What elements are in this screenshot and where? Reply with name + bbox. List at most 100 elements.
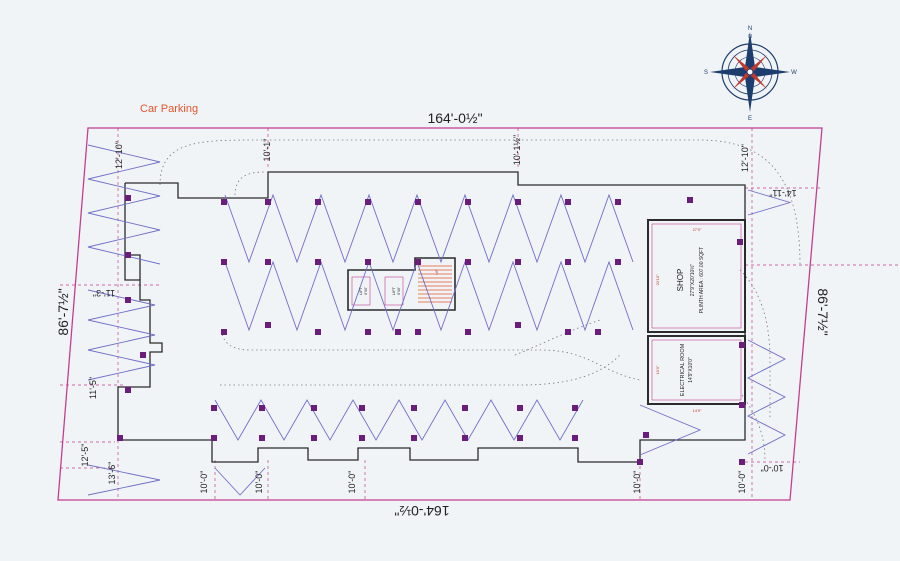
shop-room: [647, 219, 746, 333]
column-6: [117, 435, 123, 441]
column-45: [211, 435, 217, 441]
column-27: [221, 329, 227, 335]
dim-top-left-gap: 12'-10": [114, 141, 124, 169]
electrical-dim-a: 14'9": [693, 408, 702, 413]
column-15: [615, 199, 621, 205]
column-34: [515, 322, 521, 328]
stall-row-shop-front: [639, 404, 702, 456]
column-25: [565, 259, 571, 265]
column-22: [415, 259, 421, 265]
compass-west-label: S: [704, 70, 708, 76]
dim-bottom-gap-c: 10'-0": [347, 471, 357, 494]
column-36: [595, 329, 601, 335]
driveway-path: [159, 139, 801, 461]
column-41: [411, 405, 417, 411]
dim-bottom-gap-d: 10'-0": [632, 471, 642, 494]
column-54: [739, 342, 745, 348]
stall-strip-bottom-left: [214, 467, 266, 496]
shop-title: SHOP: [676, 269, 685, 292]
parking-stalls: [87, 144, 792, 496]
room-labels: SHOP 27'9"X20'10½" PLINTH AREA : 607.00 …: [358, 227, 705, 413]
electrical-dim-b: 10'0": [655, 365, 660, 374]
electrical-title: ELECTRICAL ROOM: [680, 343, 686, 396]
column-9: [315, 199, 321, 205]
column-30: [365, 329, 371, 335]
staircase: [418, 265, 452, 303]
stall-column-left-upper: [87, 144, 161, 265]
dim-bottom-gap-e: 10'-0": [737, 471, 747, 494]
stall-column-left-mid: [87, 289, 156, 381]
column-5: [125, 387, 131, 393]
lift-1-size: 6'X6': [364, 287, 368, 295]
compass-north-point: [745, 32, 755, 72]
compass-south-label: E: [748, 116, 752, 122]
column-49: [411, 435, 417, 441]
shop-dim-b: 20'10": [655, 274, 660, 286]
plan-title: Car Parking: [140, 103, 198, 115]
column-55: [739, 402, 745, 408]
lift-1-label: LIFT: [358, 286, 363, 295]
electrical-room: [647, 335, 746, 405]
column-33: [465, 329, 471, 335]
dim-right: 86'-7½": [815, 288, 831, 335]
column-14: [565, 199, 571, 205]
compass-north-label: N: [748, 26, 752, 32]
dimension-labels: 164'-0½" 164'-0½" 86'-7½" 86'-7½" 12'-10…: [55, 110, 831, 519]
column-18: [221, 259, 227, 265]
column-31: [395, 329, 401, 335]
dim-right-top-gap: 14'-11": [769, 188, 796, 198]
column-50: [462, 435, 468, 441]
column-19: [265, 259, 271, 265]
dim-left-upper-gap: 11'-3": [93, 288, 115, 298]
column-11: [415, 199, 421, 205]
column-35: [565, 329, 571, 335]
electrical-size: 14'9"X10'0": [688, 357, 694, 383]
compass-east-label: W: [791, 70, 797, 76]
building-walls: [117, 171, 746, 463]
dim-top-right-gap: 12'-10": [740, 144, 750, 172]
dim-left: 86'-7½": [55, 288, 71, 335]
column-16: [687, 197, 693, 203]
column-29: [315, 329, 321, 335]
column-26: [615, 259, 621, 265]
column-56: [739, 459, 745, 465]
dim-bottom-gap-b: 10'-0": [254, 471, 264, 494]
column-4: [140, 352, 146, 358]
dim-top-mid-gap-b: 10'-1½": [512, 135, 522, 165]
column-52: [572, 435, 578, 441]
column-10: [365, 199, 371, 205]
setback-lines: [60, 128, 900, 500]
shop-size: 27'9"X20'10½": [689, 264, 696, 297]
stair-label: UP: [434, 269, 439, 275]
column-23: [465, 259, 471, 265]
dim-top-mid-gap-a: 10'-1": [262, 139, 272, 162]
column-53: [643, 432, 649, 438]
column-28: [265, 322, 271, 328]
column-57: [637, 459, 643, 465]
stall-column-left-bottom: [87, 464, 161, 496]
column-43: [517, 405, 523, 411]
column-37: [211, 405, 217, 411]
column-21: [365, 259, 371, 265]
dim-top: 164'-0½": [427, 110, 482, 126]
column-38: [259, 405, 265, 411]
stall-row-upper: [224, 193, 634, 264]
columns: [117, 195, 745, 465]
stall-column-right-bottom: [747, 339, 786, 455]
stall-column-right-top: [747, 189, 792, 216]
column-12: [465, 199, 471, 205]
column-44: [572, 405, 578, 411]
column-8: [265, 199, 271, 205]
dim-bottom: 164'-0½": [394, 503, 449, 519]
column-1: [125, 195, 131, 201]
column-51: [517, 435, 523, 441]
column-48: [359, 435, 365, 441]
column-20: [315, 259, 321, 265]
shop-area: PLINTH AREA : 607.00 SQFT: [699, 247, 705, 313]
column-13: [515, 199, 521, 205]
column-2: [125, 252, 131, 258]
dim-left-bottom-gap: 12'-5": [80, 444, 90, 467]
lift-stair-core: [347, 257, 456, 311]
